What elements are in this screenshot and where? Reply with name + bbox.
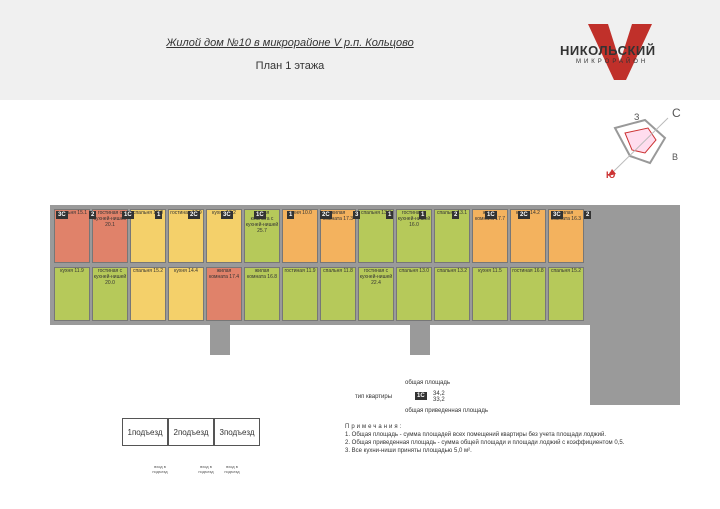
compass-east: В (672, 152, 679, 162)
apartment-type-badge: 2 (584, 211, 592, 219)
apartment-type-badge: 2С (188, 211, 200, 219)
apartment-type-badge: 3 (353, 211, 361, 219)
room: жилая комната с кухней-нишей 25.7 (244, 209, 280, 263)
legend-apt-type: тип квартиры (355, 394, 393, 400)
entrance-label: вход в подъезд (224, 464, 240, 474)
room: жилая комната 16.8 (244, 267, 280, 321)
legend-total-area: общая площадь (405, 380, 451, 386)
room: гостиная с кухней-нишей 20.0 (92, 267, 128, 321)
apartment-type-badge: 1С (254, 211, 266, 219)
developer-logo: НИКОЛЬСКИЙ МИКРОРАЙОН (560, 22, 680, 82)
section-3: 3подъезд (214, 418, 260, 446)
apartment-type-badge: 2 (89, 211, 97, 219)
compass-north: С (672, 106, 681, 120)
apartment-type-badge: 3С (551, 211, 563, 219)
legend-value-reduced: 33,2 (433, 397, 445, 403)
legend-reduced-area: общая приведенная площадь (405, 408, 488, 414)
note-item: 3. Все кухни-ниши приняты площадью 5,0 м… (345, 448, 472, 454)
page-subtitle: План 1 этажа (255, 60, 325, 72)
page-title: Жилой дом №10 в микрорайоне V р.п. Кольц… (166, 37, 414, 49)
logo-v-icon (588, 24, 652, 80)
logo-brand: НИКОЛЬСКИЙ (560, 43, 656, 58)
room: кухня 11.9 (54, 267, 90, 321)
compass-rose: С З В Ю (590, 106, 690, 183)
entrance-label: вход в подъезд (152, 464, 168, 474)
sections-key-plan: 1подъезд 2подъезд 3подъезд вход в подъез… (110, 410, 270, 485)
compass-south: Ю (606, 170, 616, 180)
room: гостиная с кухней-нишей 22.4 (358, 267, 394, 321)
room: спальня 15.2 (130, 267, 166, 321)
room: жилая комната 17.3 (320, 209, 356, 263)
section-2: 2подъезд (168, 418, 214, 446)
apartment-type-badge: 3С (221, 211, 233, 219)
room: спальня 13.2 (434, 267, 470, 321)
notes-heading: Примечания: (345, 424, 404, 430)
room: спальня 13.0 (396, 267, 432, 321)
building-orientation-icon (608, 117, 669, 176)
note-item: 1. Общая площадь - сумма площадей всех п… (345, 432, 606, 438)
plan-legend: общая площадь тип квартиры 1С 34,2 33,2 … (355, 380, 495, 420)
room: кухня 11.5 (472, 267, 508, 321)
legend-values: 34,2 33,2 (433, 391, 445, 403)
apartment-type-badge: 2С (320, 211, 332, 219)
apartment-type-badge: 3С (56, 211, 68, 219)
notes: Примечания: 1. Общая площадь - сумма пло… (345, 423, 675, 455)
apartment-type-badge: 2С (518, 211, 530, 219)
apartment-type-badge: 1 (419, 211, 427, 219)
room: гостиная 11.9 (282, 267, 318, 321)
legend-value-total: 34,2 (433, 391, 445, 397)
room: жилая комната 17.4 (206, 267, 242, 321)
apartment-type-badge: 1С (485, 211, 497, 219)
room: спальня 15.2 (548, 267, 584, 321)
header-band (0, 0, 720, 100)
compass-west: З (634, 112, 640, 122)
room: спальня 11.8 (320, 267, 356, 321)
legend-badge: 1С (415, 392, 427, 400)
apartment-type-badge: 2 (452, 211, 460, 219)
entrance-label: вход в подъезд (198, 464, 214, 474)
room: кухня 14.4 (168, 267, 204, 321)
apartment-type-badge: 1С (122, 211, 134, 219)
apartment-type-badge: 1 (155, 211, 163, 219)
apartment-type-badge: 1 (287, 211, 295, 219)
room: гостиная с кухней-нишей 16.0 (396, 209, 432, 263)
section-1: 1подъезд (122, 418, 168, 446)
room: гостиная 16.8 (510, 267, 546, 321)
apartment-type-badge: 1 (386, 211, 394, 219)
note-item: 2. Общая приведенная площадь - сумма общ… (345, 440, 625, 446)
logo-subtitle: МИКРОРАЙОН (576, 59, 649, 65)
